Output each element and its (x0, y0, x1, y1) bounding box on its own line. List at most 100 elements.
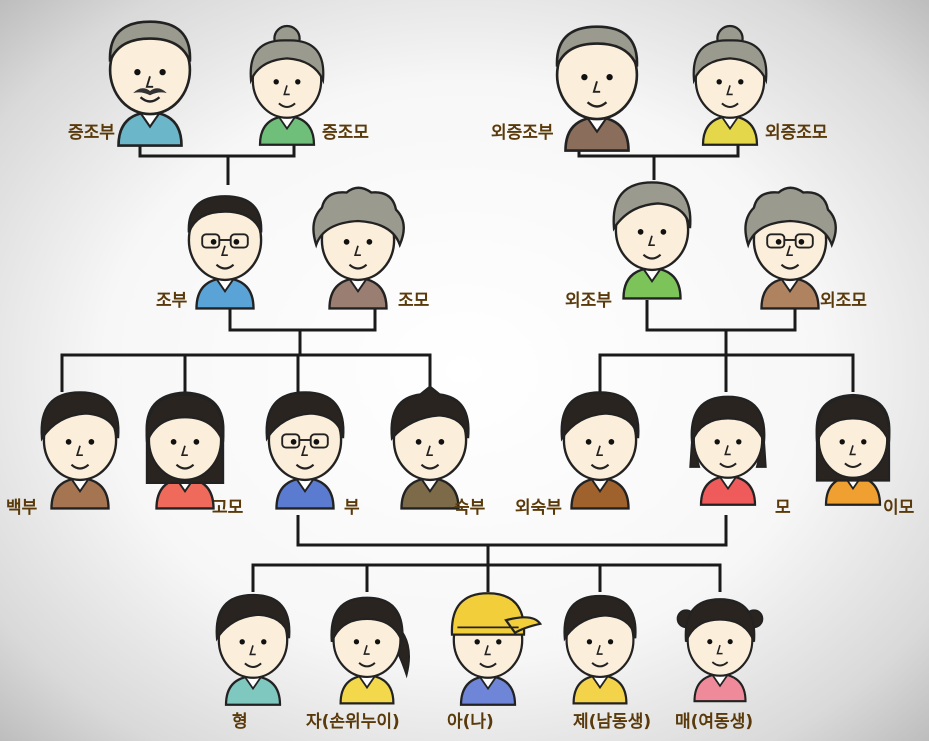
eye (353, 639, 360, 645)
connector-line (138, 138, 296, 158)
nose (181, 445, 188, 457)
eye (159, 68, 166, 76)
person-aunt (145, 391, 225, 510)
nose (221, 245, 228, 257)
label-younger-uncle: 숙부 (454, 498, 486, 518)
collar (295, 478, 315, 493)
eye (193, 439, 200, 445)
label-eldest-uncle: 백부 (6, 498, 38, 518)
hair (265, 391, 345, 442)
people-figures (40, 20, 891, 706)
label-great-grandfather: 증조부 (68, 123, 115, 143)
hair (145, 393, 225, 443)
nose (786, 245, 793, 257)
eye (239, 639, 245, 645)
eye (233, 239, 240, 245)
person-maternal-great-grandfather (555, 25, 639, 152)
connector-line (228, 300, 377, 332)
eye (775, 239, 782, 245)
collar (215, 278, 235, 293)
person-self (450, 592, 543, 706)
hair (215, 593, 291, 642)
hair (330, 596, 404, 643)
cap-brim (504, 616, 543, 635)
eye (415, 439, 422, 445)
person-maternal-great-grandmother (692, 24, 768, 146)
label-maternal-great-grandfather: 외증조부 (491, 123, 554, 143)
person-great-grandmother (249, 24, 325, 146)
glasses-lens (309, 433, 329, 449)
collar (70, 478, 90, 493)
eye (606, 73, 613, 81)
nose (484, 645, 491, 656)
label-mother: 모 (775, 498, 791, 518)
eye (707, 639, 713, 645)
label-older-brother: 형 (232, 712, 248, 732)
eye (343, 239, 350, 245)
collar (348, 278, 368, 293)
eye (637, 229, 644, 235)
nose (76, 445, 83, 457)
eye (738, 79, 744, 85)
eye (607, 639, 614, 645)
eye (295, 79, 301, 85)
collar (244, 676, 262, 691)
label-maternal-uncle: 외숙부 (515, 498, 562, 518)
mouth (278, 102, 296, 108)
collar (642, 268, 662, 283)
label-father: 부 (344, 498, 360, 518)
hair (612, 181, 692, 232)
collar (420, 478, 440, 493)
nose (592, 81, 601, 93)
glasses-lens (794, 233, 814, 249)
nose (726, 85, 733, 96)
eye (496, 639, 502, 645)
person-great-grandfather (108, 20, 192, 147)
nose (648, 235, 655, 247)
person-maternal-aunt (815, 393, 891, 506)
eye (798, 239, 805, 245)
person-eldest-uncle (40, 391, 120, 510)
mouth (590, 463, 610, 470)
eye (861, 439, 867, 445)
eye (65, 439, 72, 445)
eye (585, 439, 592, 445)
mouth (591, 662, 609, 668)
eye (581, 73, 588, 81)
eye (374, 639, 381, 645)
label-maternal-great-grandmother: 외증조모 (765, 123, 828, 143)
nose (724, 445, 731, 456)
hair (187, 195, 263, 233)
mustache (133, 88, 167, 96)
nose (354, 245, 361, 257)
mouth (420, 463, 440, 470)
eye (586, 639, 593, 645)
eye (839, 439, 845, 445)
hair-sides (689, 439, 767, 468)
hair (563, 594, 637, 642)
mouth (711, 661, 729, 667)
mouth (70, 463, 90, 470)
mouth (348, 263, 368, 270)
label-grandmother: 조모 (398, 291, 430, 311)
glasses-lens (281, 433, 301, 449)
mouth (175, 463, 195, 470)
nose (283, 85, 290, 96)
eye (608, 439, 615, 445)
collar (139, 112, 161, 129)
nose (426, 445, 433, 457)
eye (736, 439, 742, 445)
eye (290, 439, 297, 445)
eye (438, 439, 445, 445)
label-maternal-grandmother: 외조모 (820, 291, 867, 311)
nose (363, 645, 370, 655)
connector-line (296, 515, 728, 547)
nose (596, 445, 603, 457)
collar (780, 278, 800, 293)
person-mother (689, 395, 767, 506)
collar (721, 116, 739, 131)
eye (170, 439, 177, 445)
collar (590, 478, 610, 493)
eye (313, 439, 320, 445)
